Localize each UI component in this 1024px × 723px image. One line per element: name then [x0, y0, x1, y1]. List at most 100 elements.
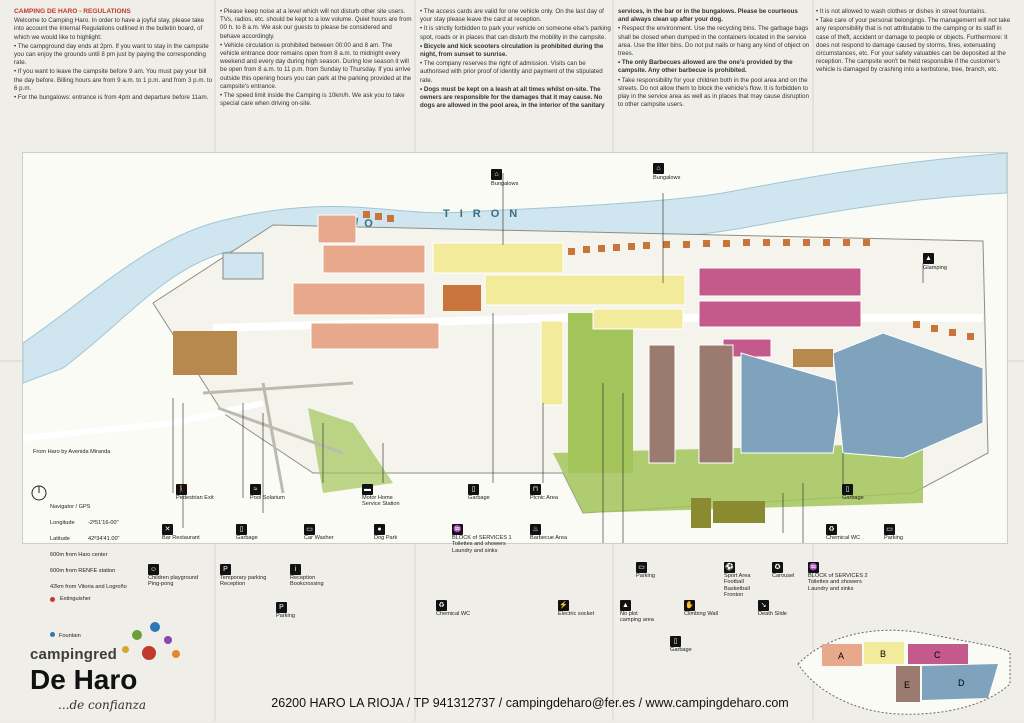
bungalows — [173, 211, 974, 375]
wc-icon: ♻ — [826, 524, 837, 535]
brand-title: De Haro — [30, 664, 138, 695]
label-block-services-2: ♒BLOCK of SERVICES 2 Toilettes and showe… — [808, 562, 878, 592]
regulation-text: • Please keep noise at a level which wil… — [220, 8, 412, 40]
label-text: Sport Area Football Basketball Fronton — [724, 573, 751, 599]
house-icon: ⌂ — [491, 169, 502, 180]
regulation-text: • Bicycle and kick scooters circulation … — [420, 42, 604, 59]
house-icon: ⌂ — [653, 163, 664, 174]
label-text: Garbage — [468, 495, 490, 501]
label-text: Chemical WC — [436, 611, 471, 617]
label-barbecue: ♨Barbecue Area — [530, 524, 574, 541]
label-parking: ▭Parking — [636, 562, 676, 579]
grill-icon: ♨ — [530, 524, 541, 535]
label-garbage: ▯Garbage — [842, 484, 882, 501]
tent-icon: ▲ — [620, 600, 631, 611]
regulations-col-4: services, in the bar or in the bungalows… — [618, 8, 810, 148]
campsite-map: RIO TIRON — [22, 152, 1008, 544]
compass-icon — [31, 485, 47, 501]
zone-a — [822, 644, 862, 666]
label-text: Parking — [276, 613, 295, 619]
label-text: Glamping — [923, 265, 947, 271]
zone-c — [908, 644, 968, 664]
zone-label: D — [958, 678, 965, 688]
mini-map-drawing: A B C D E — [797, 629, 1011, 715]
label-garbage: ▯Garbage — [468, 484, 508, 501]
regulation-text: • The access cards are valid for one veh… — [420, 8, 604, 24]
label-bungalows: ⌂Bungalows — [491, 169, 518, 187]
regulation-text: • The company reserves the right of admi… — [420, 60, 603, 84]
label-text: Temporary parking Reception — [220, 575, 267, 588]
brand-name: campingred — [30, 646, 118, 663]
label-bungalows: ⌂Bungalows — [653, 163, 680, 181]
regulation-text: • Dogs must be kept on a leash at all ti… — [420, 85, 605, 110]
ball-icon: ⚽ — [724, 562, 735, 573]
cutlery-icon: ✕ — [162, 524, 173, 535]
swim-icon: ≈ — [250, 484, 261, 495]
regulation-text: Welcome to Camping Haro. In order to hav… — [14, 17, 204, 41]
climber-icon: ✋ — [684, 600, 695, 611]
label-text: BLOCK of SERVICES 1 Toilettes and shower… — [452, 535, 512, 554]
regulations-col-1: CAMPING DE HARO - REGULATIONS Welcome to… — [14, 8, 214, 148]
regulation-text: • The campground day ends at 2pm. If you… — [14, 42, 209, 67]
label-carousel: ✪Carousel — [772, 562, 812, 579]
sport-court — [691, 498, 711, 528]
regulation-text: • It is strictly forbidden to park your … — [420, 25, 611, 41]
label-no-plot: ▲No plot camping area — [620, 600, 660, 624]
plots-salmon — [292, 214, 440, 350]
label-text: Motor Home Service Station — [362, 495, 400, 508]
regulation-text: • Take care of your personal belongings.… — [816, 17, 1011, 74]
plots-blue — [740, 332, 984, 459]
regulations-title: CAMPING DE HARO - REGULATIONS — [14, 8, 131, 15]
regulations: CAMPING DE HARO - REGULATIONS Welcome to… — [14, 8, 1014, 148]
pool — [222, 252, 264, 280]
plots-brown — [648, 344, 734, 464]
label-text: Reception Bookcrossing — [290, 575, 324, 588]
label-garbage: ▯Garbage — [670, 636, 710, 653]
label-text: Dog Park — [374, 535, 398, 541]
regulation-text: • Vehicle circulation is prohibited betw… — [220, 41, 412, 90]
regulation-text: • If you want to leave the campsite befo… — [14, 68, 213, 92]
label-car-washer: ▭Car Washer — [304, 524, 348, 541]
label-text: Chemical WC — [826, 535, 861, 541]
river-label: TIRON — [443, 208, 527, 220]
distance-text: 600m from Haro center — [50, 552, 108, 558]
label-text: Electric socket — [558, 611, 595, 617]
contact-line: 26200 HARO LA RIOJA / TP 941312737 / cam… — [271, 696, 789, 710]
dog-icon: ● — [374, 524, 385, 535]
label-text: Carousel — [772, 573, 795, 579]
label-text: Picnic Area — [530, 495, 558, 501]
label-text: Barbecue Area — [530, 535, 568, 541]
carousel-icon: ✪ — [772, 562, 783, 573]
logo-dot — [142, 646, 156, 660]
shower-icon: ♒ — [452, 524, 463, 535]
longitude-label: Longitude — [50, 520, 75, 526]
extinguisher-icon — [50, 597, 55, 602]
brand-logo: campingred De Haro ...de confianza — [30, 612, 220, 712]
longitude-value: -2º51'16-00" — [88, 520, 119, 526]
regulations-col-5: • It is not allowed to wash clothes or d… — [816, 8, 1012, 148]
car-icon: ▭ — [304, 524, 315, 535]
label-text: Death Slide — [758, 611, 787, 617]
access-road — [23, 400, 264, 441]
zipline-icon: ↘ — [758, 600, 769, 611]
logo-dot — [150, 622, 160, 632]
parking-icon: P — [276, 602, 287, 613]
extinguisher-label: Extinguisher — [60, 596, 91, 602]
label-text: Parking — [636, 573, 655, 579]
zone-label: B — [880, 649, 886, 659]
fountain-legend: Fountain — [50, 632, 81, 639]
label-block-services-1: ♒BLOCK of SERVICES 1 Toilettes and showe… — [452, 524, 518, 554]
label-chemical-wc: ♻Chemical WC — [436, 600, 476, 617]
label-text: Pedestrian Exit — [176, 495, 214, 501]
car-icon: ▭ — [884, 524, 895, 535]
logo-dot — [132, 630, 142, 640]
wc-icon: ♻ — [436, 600, 447, 611]
regulations-col-3: • The access cards are valid for one veh… — [420, 8, 612, 148]
zone-label: C — [934, 650, 941, 660]
label-text: BLOCK of SERVICES 2 Toilettes and shower… — [808, 573, 868, 592]
bin-icon: ▯ — [468, 484, 479, 495]
navigator-title: Navigator / GPS — [50, 504, 91, 510]
label-motorhome: ▬Motor Home Service Station — [362, 484, 412, 508]
